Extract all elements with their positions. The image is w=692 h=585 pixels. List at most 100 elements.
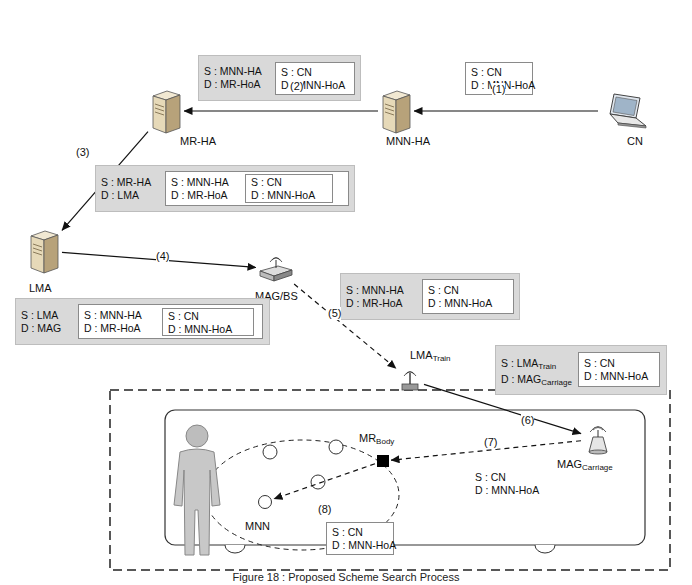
- server-icon: [380, 88, 412, 134]
- server-icon: [28, 228, 60, 274]
- message-arrow: [414, 110, 598, 111]
- text-block: S : MNN-HAD : MR-HoA: [171, 176, 229, 202]
- text-line: S : MNN-HA: [171, 176, 229, 189]
- figure-caption: Figure 18 : Proposed Scheme Search Proce…: [0, 571, 692, 584]
- subscript-text: Train: [538, 362, 556, 371]
- text-block: MNN-HA: [386, 135, 430, 148]
- text-line: D : MR-HoA: [204, 78, 262, 91]
- text-block: S : MNN-HAD : MR-HoA: [346, 284, 404, 310]
- text-line: S : CN: [471, 66, 535, 79]
- text-line: D : MR-HoA: [84, 322, 142, 335]
- packet-field: D : MAG: [21, 322, 61, 334]
- text-line: CN: [627, 135, 643, 148]
- text-block: MRBody: [359, 432, 394, 448]
- packet-field: D : MR-HoA: [346, 297, 403, 309]
- packet-field: D : MNN-HoA: [251, 189, 315, 201]
- text-line: MNN-HA: [386, 135, 430, 148]
- text-block: S : CND : MNN-HoA: [168, 310, 232, 336]
- packet-payload: S : CND : MNN-HoA: [578, 352, 660, 387]
- node-label: LMA: [29, 282, 52, 294]
- text-line: D : MNN-HoA: [475, 484, 539, 497]
- subscript-text: Carriage: [582, 463, 613, 472]
- sensor-node: [329, 440, 343, 454]
- wheel: [535, 545, 555, 553]
- laptop-icon: [600, 92, 650, 130]
- step-number: (6): [521, 414, 534, 427]
- node-label: MNN: [245, 520, 270, 532]
- text-block: MNN: [245, 520, 270, 533]
- packet-field: D : MR-HoA: [171, 189, 228, 201]
- wheel: [225, 545, 245, 553]
- text-block: LMA: [29, 282, 52, 295]
- node-label: LMA: [410, 349, 433, 361]
- packet-field: S : CN: [471, 66, 502, 78]
- antenna-node: LMATrain: [398, 368, 422, 392]
- packet-field: S : LMA: [21, 309, 58, 321]
- packet-payload: S : CND : MNN-HoA: [470, 468, 535, 501]
- text-line: D : MNN-HoA: [251, 189, 315, 202]
- packet-header: S : MR-HAD : LMAS : MNN-HAD : MR-HoAS : …: [95, 165, 355, 212]
- carriage-outline: [165, 410, 645, 545]
- text-line: S : CN: [584, 357, 648, 370]
- text-line: S : LMATrain: [501, 357, 572, 373]
- message-arrow: [274, 464, 375, 499]
- packet-header: S : LMATrainD : MAGCarriageS : CND : MNN…: [495, 345, 667, 395]
- text-line: MRBody: [359, 432, 394, 448]
- packet-payload: S : CND : MNN-HoA: [245, 174, 333, 203]
- packet-field: S : MNN-HA: [84, 309, 142, 321]
- text-block: S : CND : MNN-HoA: [584, 357, 648, 383]
- step-number: (5): [328, 307, 341, 320]
- packet-field: S : MNN-HA: [204, 65, 262, 77]
- text-line: D : MR-HoA: [171, 189, 229, 202]
- packet-field: S : CN: [584, 357, 615, 369]
- text-line: S : MNN-HA: [204, 65, 262, 78]
- step-number: (2): [290, 80, 303, 93]
- mobile-router: MRBody: [377, 455, 389, 467]
- packet-field: S : CN: [168, 310, 199, 322]
- subscript-text: Body: [376, 437, 394, 446]
- packet-field: D : MR-HoA: [84, 322, 141, 334]
- packet-header: S : MNN-HAD : MR-HoA S : CND : MNN-HoA: [78, 304, 263, 339]
- text-line: MNN: [245, 520, 270, 533]
- node-label: MNN-HA: [386, 135, 430, 147]
- host-node: CN: [600, 92, 650, 130]
- text-line: D : LMA: [101, 189, 151, 202]
- text-block: S : MR-HAD : LMA: [101, 176, 151, 202]
- text-line: D : MNN-HoA: [168, 323, 232, 336]
- antenna-icon: [398, 368, 422, 392]
- text-block: S : LMAD : MAG: [21, 309, 61, 335]
- packet-payload: S : CND : MNN-HoA: [162, 308, 254, 336]
- text-block: LMATrain: [410, 349, 451, 365]
- text-block: MR-HA: [180, 135, 216, 148]
- text-block: S : CND : MNN-HoA: [475, 471, 539, 497]
- text-block: S : MNN-HAD : MR-HoA: [204, 65, 262, 91]
- text-line: D : MR-HoA: [346, 297, 404, 310]
- node-label: CN: [627, 135, 643, 147]
- step-number: (8): [318, 503, 331, 516]
- person-head: [186, 425, 208, 447]
- text-line: S : MNN-HA: [84, 309, 142, 322]
- packet-field: D : MNN-HoA: [584, 370, 648, 382]
- node-label: MAG: [557, 458, 582, 470]
- packet-field: S : CN: [332, 526, 363, 538]
- packet-header: S : LMAD : MAG S : MNN-HAD : MR-HoA S : CN…: [15, 298, 270, 345]
- packet-field: S : CN: [281, 66, 312, 78]
- packet-field: D : MAG: [501, 373, 541, 385]
- text-block: S : CND : MNN-HoA: [428, 284, 492, 310]
- text-block: S : CND : MNN-HoA: [332, 526, 396, 552]
- packet-field: D : MNN-HoA: [168, 323, 232, 335]
- text-line: S : CN: [428, 284, 492, 297]
- node-label: MR-HA: [180, 135, 216, 147]
- packet-field: S : MNN-HA: [171, 176, 229, 188]
- text-line: S : CN: [281, 66, 345, 79]
- packet-header: S : MNN-HAD : MR-HoA S : CND : MNN-HoA: [198, 55, 361, 101]
- step-number: (7): [484, 436, 497, 449]
- server-icon: [150, 88, 182, 134]
- server-node: MNN-HA: [380, 88, 412, 134]
- text-line: D : MAG: [21, 322, 61, 335]
- text-line: LMA: [29, 282, 52, 295]
- step-number: (4): [156, 250, 169, 263]
- packet-field: S : CN: [251, 176, 282, 188]
- text-block: S : MNN-HAD : MR-HoA: [84, 309, 142, 335]
- packet-payload: S : CND : MNN-HoA: [275, 62, 355, 95]
